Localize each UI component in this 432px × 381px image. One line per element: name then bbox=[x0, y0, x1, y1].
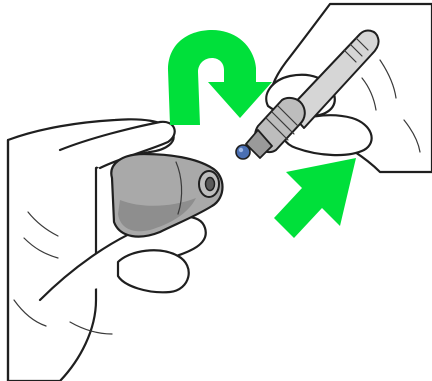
earpiece-opening bbox=[206, 178, 215, 191]
earpiece bbox=[111, 154, 222, 237]
tool-tip bbox=[236, 145, 250, 159]
left-hand-fingertip bbox=[118, 250, 189, 292]
push-arrow-icon bbox=[274, 158, 356, 238]
tool-tip-highlight bbox=[239, 148, 243, 152]
right-hand bbox=[266, 4, 432, 172]
rotate-arrow-icon bbox=[168, 30, 272, 125]
